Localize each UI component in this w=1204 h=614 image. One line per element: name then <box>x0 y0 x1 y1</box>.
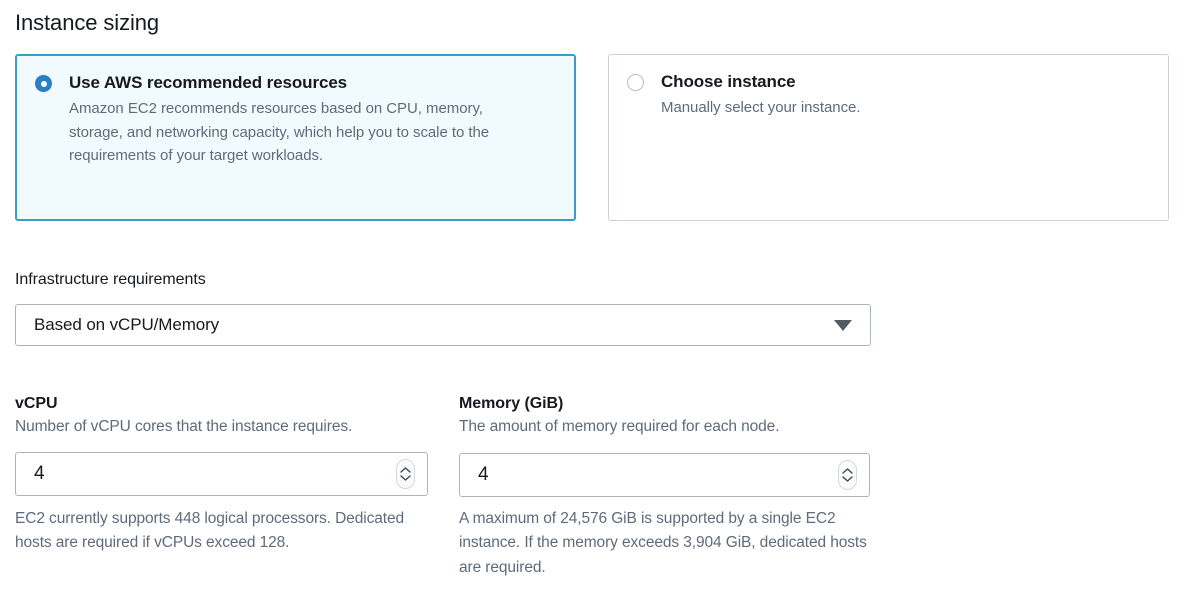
sizing-option-card-choose-instance[interactable]: Choose instance Manually select your ins… <box>608 54 1169 221</box>
chevron-down-icon[interactable] <box>842 475 853 482</box>
page-title: Instance sizing <box>15 10 160 35</box>
sizing-option-description-choose-instance: Manually select your instance. <box>661 99 861 116</box>
sizing-option-text-recommended: Use AWS recommended resources Amazon EC2… <box>69 72 556 168</box>
sizing-option-description-recommended: Amazon EC2 recommends resources based on… <box>69 100 490 164</box>
sizing-option-text-choose-instance: Choose instance Manually select your ins… <box>661 71 1150 120</box>
radio-button-choose-instance-unselected[interactable] <box>627 74 644 91</box>
vcpu-input-value[interactable]: 4 <box>34 462 45 484</box>
chevron-down-icon[interactable] <box>400 474 411 481</box>
vcpu-field-group: vCPU Number of vCPU cores that the insta… <box>15 393 428 556</box>
chevron-down-icon <box>834 319 852 331</box>
memory-stepper[interactable] <box>838 459 857 490</box>
vcpu-stepper[interactable] <box>396 458 415 489</box>
memory-input-wrapper[interactable]: 4 <box>459 452 870 497</box>
memory-description: The amount of memory required for each n… <box>459 418 780 435</box>
chevron-up-icon[interactable] <box>842 467 853 474</box>
infrastructure-requirements-selected-value: Based on vCPU/Memory <box>34 315 220 334</box>
sizing-option-card-recommended[interactable]: Use AWS recommended resources Amazon EC2… <box>15 54 576 221</box>
infrastructure-requirements-select[interactable]: Based on vCPU/Memory <box>15 304 871 346</box>
memory-helper-text: A maximum of 24,576 GiB is supported by … <box>459 509 867 576</box>
vcpu-input-wrapper[interactable]: 4 <box>15 451 428 496</box>
memory-label: Memory (GiB) <box>459 395 564 412</box>
vcpu-description: Number of vCPU cores that the instance r… <box>15 418 353 435</box>
memory-field-group: Memory (GiB) The amount of memory requir… <box>459 393 870 580</box>
sizing-option-label-choose-instance: Choose instance <box>661 72 796 91</box>
memory-input-value[interactable]: 4 <box>478 463 489 485</box>
vcpu-helper-text: EC2 currently supports 448 logical proce… <box>15 509 404 552</box>
radio-button-recommended-selected[interactable] <box>35 75 52 92</box>
chevron-up-icon[interactable] <box>400 466 411 473</box>
vcpu-label: vCPU <box>15 395 58 412</box>
sizing-option-label-recommended: Use AWS recommended resources <box>69 73 348 92</box>
radio-wrap-recommended <box>35 72 69 92</box>
radio-wrap-choose-instance <box>627 71 661 91</box>
infrastructure-requirements-label: Infrastructure requirements <box>15 271 206 288</box>
